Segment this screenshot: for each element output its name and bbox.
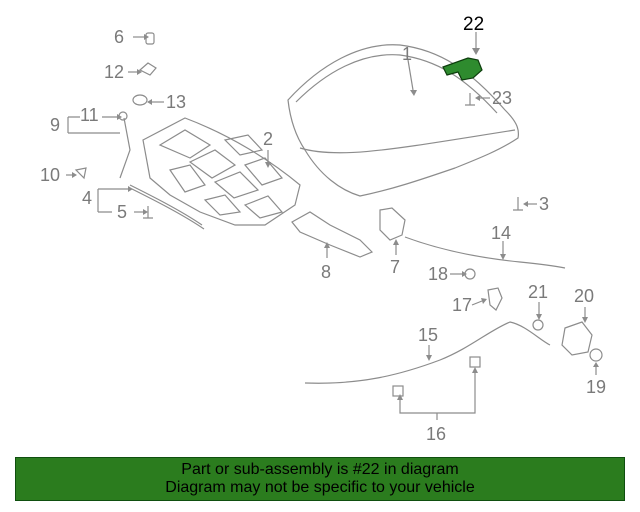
callout-20: 20 — [574, 286, 594, 306]
release-cable-15 — [304, 321, 551, 384]
callout-7: 7 — [390, 257, 400, 277]
callout-19: 19 — [586, 377, 606, 397]
hood-seal-part — [129, 184, 205, 230]
banner-line-part: Part or sub-assembly is #22 in diagram — [181, 461, 459, 478]
callout-6: 6 — [114, 27, 124, 47]
latch-assembly-part — [561, 321, 593, 356]
callout-8: 8 — [321, 262, 331, 282]
callout-17: 17 — [452, 295, 472, 315]
callout-14: 14 — [491, 223, 511, 243]
callout-4: 4 — [82, 188, 92, 208]
callout-2: 2 — [263, 129, 273, 149]
callout-23: 23 — [492, 88, 512, 108]
support-rod-part — [118, 111, 131, 179]
fastener-parts — [74, 32, 603, 362]
callout-21: 21 — [528, 282, 548, 302]
callout-16: 16 — [426, 424, 446, 444]
callout-18: 18 — [428, 264, 448, 284]
part-info-banner: Part or sub-assembly is #22 in diagram D… — [15, 457, 625, 501]
callout-5: 5 — [117, 202, 127, 222]
callout-11: 11 — [80, 105, 99, 125]
callout-3: 3 — [539, 194, 549, 214]
parts-diagram: 6 12 13 9 11 10 4 5 1 2 22 23 3 14 8 7 1… — [40, 14, 606, 444]
callout-13: 13 — [166, 92, 186, 112]
hood-part — [287, 44, 520, 197]
banner-line-disclaimer: Diagram may not be specific to your vehi… — [165, 479, 475, 496]
callout-9: 9 — [50, 115, 60, 135]
hood-bracket-part — [291, 211, 374, 258]
callout-numbers: 6 12 13 9 11 10 4 5 1 2 22 23 3 14 8 7 1… — [40, 14, 606, 444]
hood-insulator-part — [142, 117, 301, 226]
hood-latch-part — [379, 207, 406, 241]
cable-clip-parts — [392, 356, 481, 397]
release-handle-part — [487, 287, 503, 311]
callout-1: 1 — [402, 44, 412, 64]
callout-15: 15 — [418, 325, 438, 345]
hood-hinge-part-22 — [442, 57, 483, 81]
callout-22-highlighted: 22 — [463, 14, 484, 35]
leader-lines — [66, 32, 599, 420]
release-cable-14 — [404, 236, 566, 269]
callout-12: 12 — [104, 62, 124, 82]
callout-10: 10 — [40, 165, 60, 185]
